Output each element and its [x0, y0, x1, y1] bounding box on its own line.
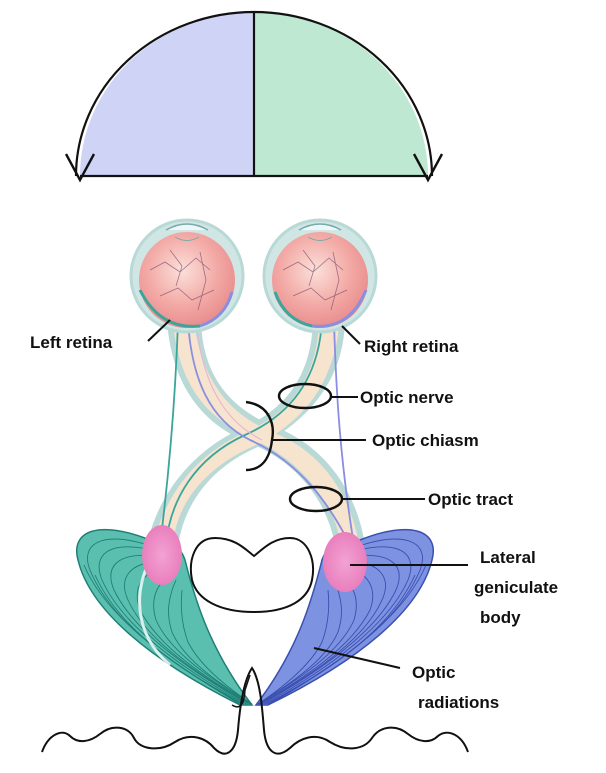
lgb-label-line-3: body [480, 608, 521, 627]
occipital-cortex-outline [42, 668, 468, 754]
optic-tract-label: Optic tract [428, 490, 513, 509]
optic-pathway [150, 322, 362, 545]
right-visual-field [254, 12, 428, 176]
left-visual-field [80, 12, 254, 176]
left-retina-label: Left retina [30, 333, 113, 352]
optic-chiasm-label: Optic chiasm [372, 431, 479, 450]
optic-nerve-label: Optic nerve [360, 388, 454, 407]
right-retina-label: Right retina [364, 337, 459, 356]
radiations-label-line-1: Optic [412, 663, 455, 682]
right-retina-leader [342, 326, 360, 344]
midbrain-outline [191, 538, 313, 612]
lgb-label-line-2: geniculate [474, 578, 558, 597]
visual-field [66, 12, 442, 180]
left-eye [131, 220, 243, 332]
right-eye [264, 220, 376, 332]
radiations-label-line-2: radiations [418, 693, 499, 712]
left-lateral-geniculate-body [142, 525, 182, 585]
lgb-label-line-1: Lateral [480, 548, 536, 567]
right-lateral-geniculate-body [323, 532, 367, 592]
